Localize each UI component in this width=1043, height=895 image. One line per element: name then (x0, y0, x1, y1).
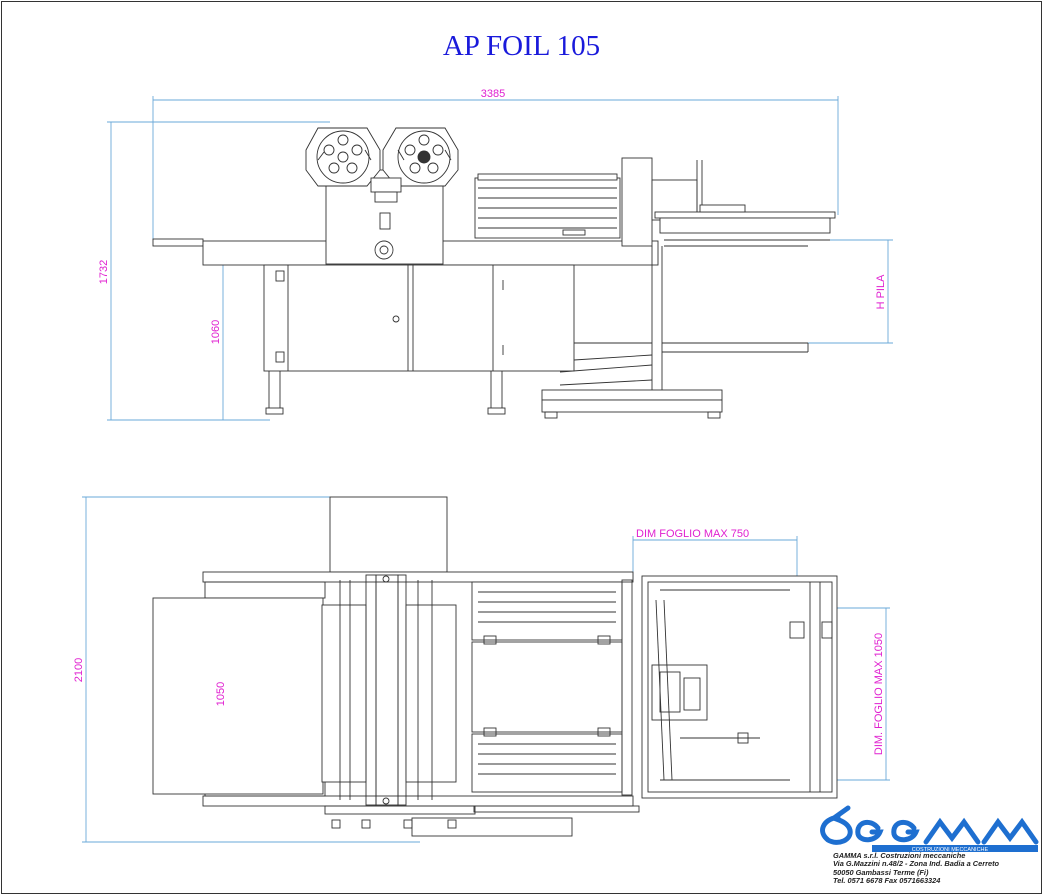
infeed-belt (152, 597, 324, 795)
dim-2100: 2100 (73, 658, 85, 682)
dim-sheet-max-750: DIM FOGLIO MAX 750 (636, 528, 749, 540)
foil-head-top (329, 496, 448, 573)
dim-sheet-max-1050: DIM. FOGLIO MAX 1050 (873, 633, 885, 755)
top-view (82, 496, 890, 843)
logo-tagline-bar (872, 845, 1038, 852)
dimension-length (152, 96, 839, 240)
stacker-base (541, 389, 723, 401)
gamma-logo (820, 805, 1039, 845)
infeed-table (152, 238, 204, 247)
stacker-column (621, 157, 653, 247)
company-city: 50050 Gambassi Terme (Fi) (833, 867, 929, 877)
side-view (107, 96, 893, 421)
dryer-module-3 (471, 733, 623, 793)
dimension-h-pila (808, 239, 893, 344)
company-address-block: GAMMA s.r.l. Costruzioni meccaniche Via … (833, 851, 1000, 885)
dim-1060: 1060 (210, 320, 222, 344)
logo-tagline: COSTRUZIONI MECCANICHE (912, 847, 989, 853)
dim-1732: 1732 (98, 260, 110, 284)
dim-3385: 3385 (481, 88, 505, 100)
dryer-module-2 (471, 641, 623, 733)
company-phone: Tel. 0571 6678 Fax 0571663324 (833, 875, 941, 885)
dim-h-pila: H PILA (875, 274, 887, 310)
dryer-module-1 (471, 581, 623, 641)
dimension-height-table (219, 244, 260, 420)
foil-reel-right (397, 130, 451, 184)
dimension-height-total (107, 121, 330, 421)
drawing-title: AP FOIL 105 (442, 30, 601, 62)
company-name: GAMMA s.r.l. Costruzioni meccaniche (833, 851, 966, 860)
company-street: Via G.Mazzini n.48/2 - Zona Ind. Badia a… (833, 859, 1000, 869)
cabinet (263, 264, 575, 372)
dimension-width-total (82, 496, 420, 843)
dim-1050: 1050 (215, 682, 227, 706)
